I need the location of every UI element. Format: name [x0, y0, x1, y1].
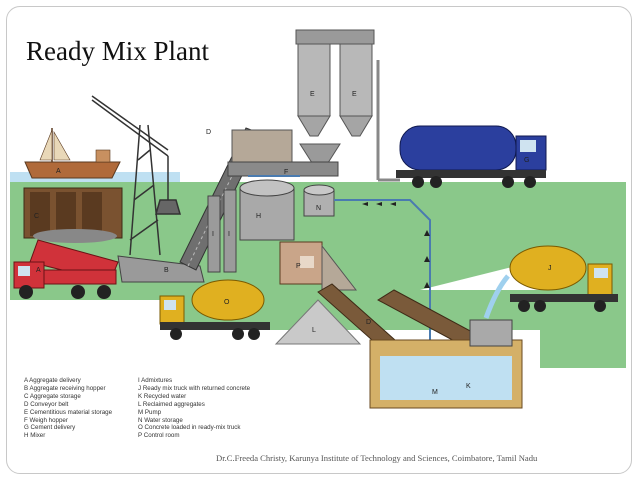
label-b: B [164, 267, 169, 274]
legend-item: C Aggregate storage [24, 392, 81, 400]
ship-icon [24, 128, 121, 179]
legend-item: D Conveyor belt [24, 400, 69, 408]
legend-column-2: I Admixtures J Ready mix truck with retu… [138, 377, 278, 440]
label-o: O [224, 299, 230, 306]
cement-silos [295, 29, 400, 182]
label-g: G [524, 157, 529, 164]
label-a-ship: A [56, 168, 61, 175]
legend-item: O Concrete loaded in ready-mix truck [138, 424, 241, 432]
legend-item: E Cementitious material storage [24, 408, 113, 416]
reclaimed-aggregates-pile [274, 299, 362, 345]
legend-item: B Aggregate receiving hopper [24, 384, 106, 392]
label-n: N [316, 205, 321, 212]
label-k: K [466, 383, 471, 390]
label-e2: E [352, 91, 357, 98]
mixer-truck-o-icon [159, 279, 270, 340]
legend-item: M Pump [138, 408, 162, 416]
dump-truck-icon [13, 239, 119, 299]
legend-item: P Control room [138, 432, 180, 440]
receiving-hopper [117, 255, 205, 283]
label-l: L [312, 327, 316, 334]
label-f: F [284, 169, 288, 176]
legend-item: N Water storage [138, 416, 183, 424]
cement-tanker-icon [396, 125, 547, 188]
legend-item: G Cement delivery [24, 424, 76, 432]
batching-plant [207, 129, 358, 291]
label-j: J [548, 265, 552, 272]
slide-footer-credit: Dr.C.Freeda Christy, Karunya Institute o… [216, 453, 538, 463]
label-e1: E [310, 91, 315, 98]
label-a-truck: A [36, 267, 41, 274]
legend-column-1: A Aggregate delivery B Aggregate receivi… [24, 377, 164, 440]
aggregate-storage [23, 187, 123, 243]
label-d-belt: D [206, 129, 211, 136]
label-d-screw: D [366, 319, 371, 326]
label-i1: I [212, 231, 214, 238]
mixer-truck-j-icon [483, 245, 618, 319]
slide-title: Ready Mix Plant [26, 36, 209, 66]
crane-icon [91, 95, 181, 256]
recycled-water-pond [369, 319, 523, 409]
legend-item: L Reclaimed aggregates [138, 400, 205, 408]
legend-item: H Mixer [24, 432, 46, 440]
label-h: H [256, 213, 261, 220]
legend-item: A Aggregate delivery [24, 377, 81, 384]
water-pipe [248, 175, 431, 342]
label-p: P [296, 263, 301, 270]
label-c: C [34, 213, 39, 220]
label-m: M [432, 389, 438, 396]
legend-item: F Weigh hopper [24, 416, 68, 424]
legend-item: K Recycled water [138, 392, 187, 400]
legend-item: J Ready mix truck with returned concrete [138, 384, 251, 392]
legend-item: I Admixtures [138, 377, 173, 384]
label-i2: I [228, 231, 230, 238]
